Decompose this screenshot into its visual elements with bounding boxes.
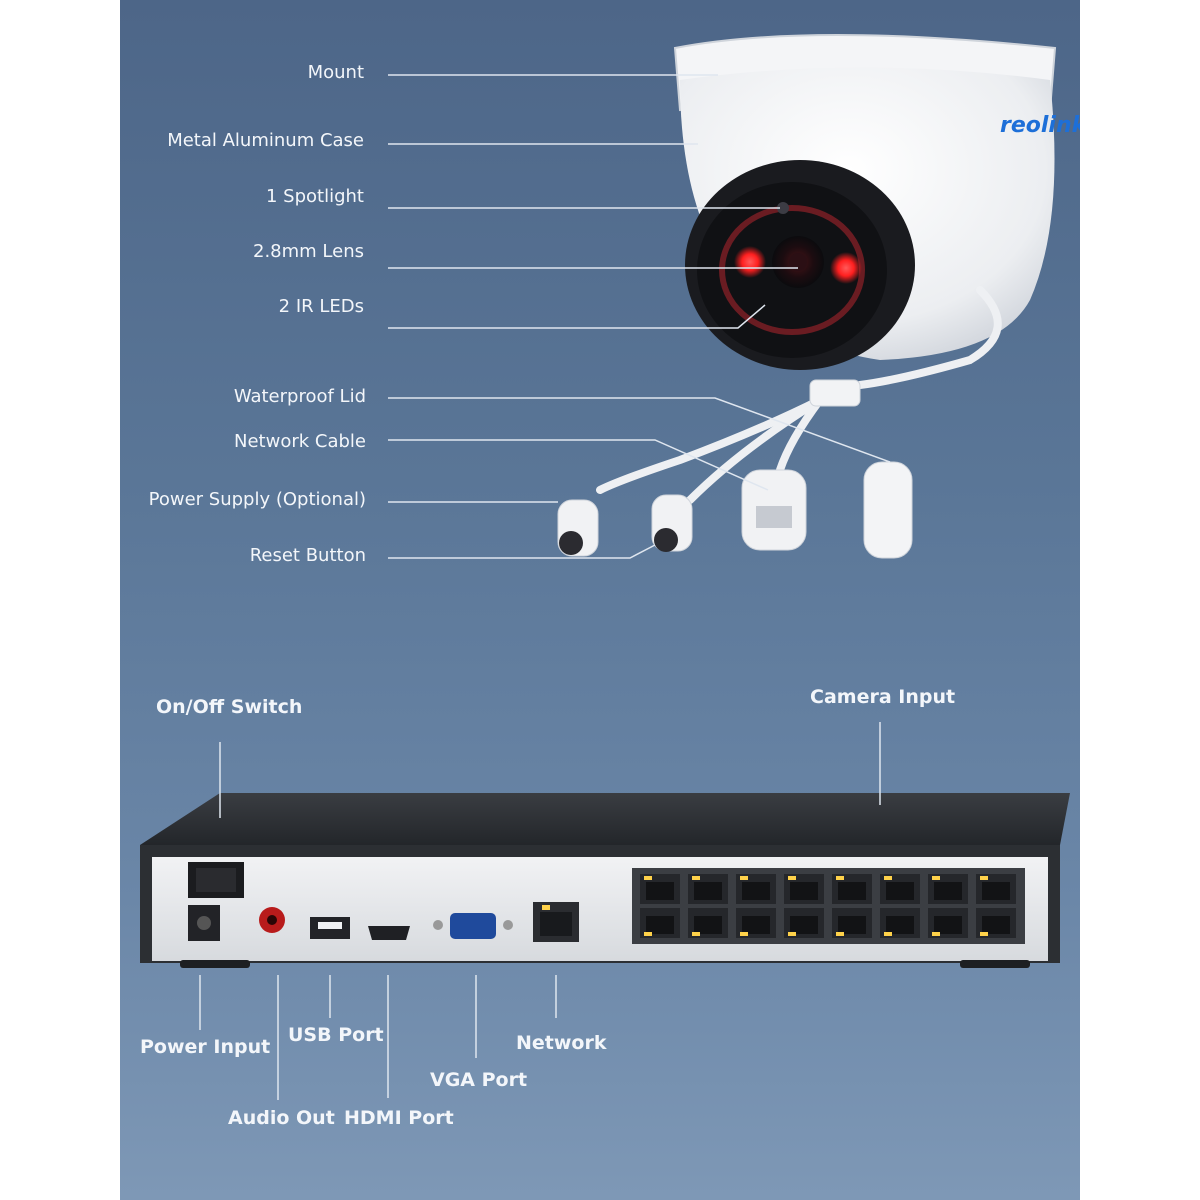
poe-port	[976, 874, 1016, 904]
label-lens: 2.8mm Lens	[253, 241, 364, 262]
label-mount: Mount	[307, 62, 364, 83]
cable-junction	[809, 379, 861, 407]
poe-port	[784, 874, 824, 904]
poe-port	[688, 874, 728, 904]
label-power-supply: Power Supply (Optional)	[148, 489, 366, 510]
poe-port	[736, 908, 776, 938]
nvr-leader-lines	[199, 722, 881, 1100]
camera-leader-lines	[388, 74, 891, 559]
poe-port	[832, 874, 872, 904]
poe-port	[784, 908, 824, 938]
label-vga-port: VGA Port	[430, 1069, 528, 1091]
label-ir-leds: 2 IR LEDs	[278, 296, 364, 317]
poe-port	[880, 908, 920, 938]
label-reset-button: Reset Button	[249, 545, 366, 566]
label-spotlight: 1 Spotlight	[266, 186, 364, 207]
label-network: Network	[516, 1032, 607, 1054]
label-metal-aluminum-case: Metal Aluminum Case	[167, 130, 364, 151]
poe-port	[976, 908, 1016, 938]
label-on-off-switch: On/Off Switch	[156, 696, 303, 718]
label-usb-port: USB Port	[288, 1024, 384, 1046]
nvr-recorder	[140, 793, 1070, 968]
waterproof-lid	[863, 461, 913, 559]
poe-ports	[640, 874, 1016, 938]
brand-logo: reolink	[1000, 113, 1080, 138]
label-audio-out: Audio Out	[228, 1107, 335, 1129]
label-hdmi-port: HDMI Port	[344, 1107, 454, 1129]
label-network-cable: Network Cable	[234, 431, 366, 452]
label-power-input: Power Input	[140, 1036, 271, 1058]
diagram-panel: reolink	[120, 0, 1080, 1200]
power-connector	[557, 499, 599, 557]
poe-port	[832, 908, 872, 938]
poe-port	[928, 908, 968, 938]
camera-cable	[596, 286, 1002, 504]
poe-port	[928, 874, 968, 904]
poe-port	[640, 874, 680, 904]
poe-port	[880, 874, 920, 904]
poe-port	[688, 908, 728, 938]
poe-port	[736, 874, 776, 904]
diagram-graphics: reolink	[140, 34, 1080, 1100]
label-waterproof-lid: Waterproof Lid	[233, 386, 366, 407]
dome-camera: reolink	[673, 34, 1080, 370]
reset-connector	[651, 494, 693, 552]
label-camera-input: Camera Input	[810, 686, 956, 708]
network-connector	[741, 469, 807, 551]
poe-port	[640, 908, 680, 938]
